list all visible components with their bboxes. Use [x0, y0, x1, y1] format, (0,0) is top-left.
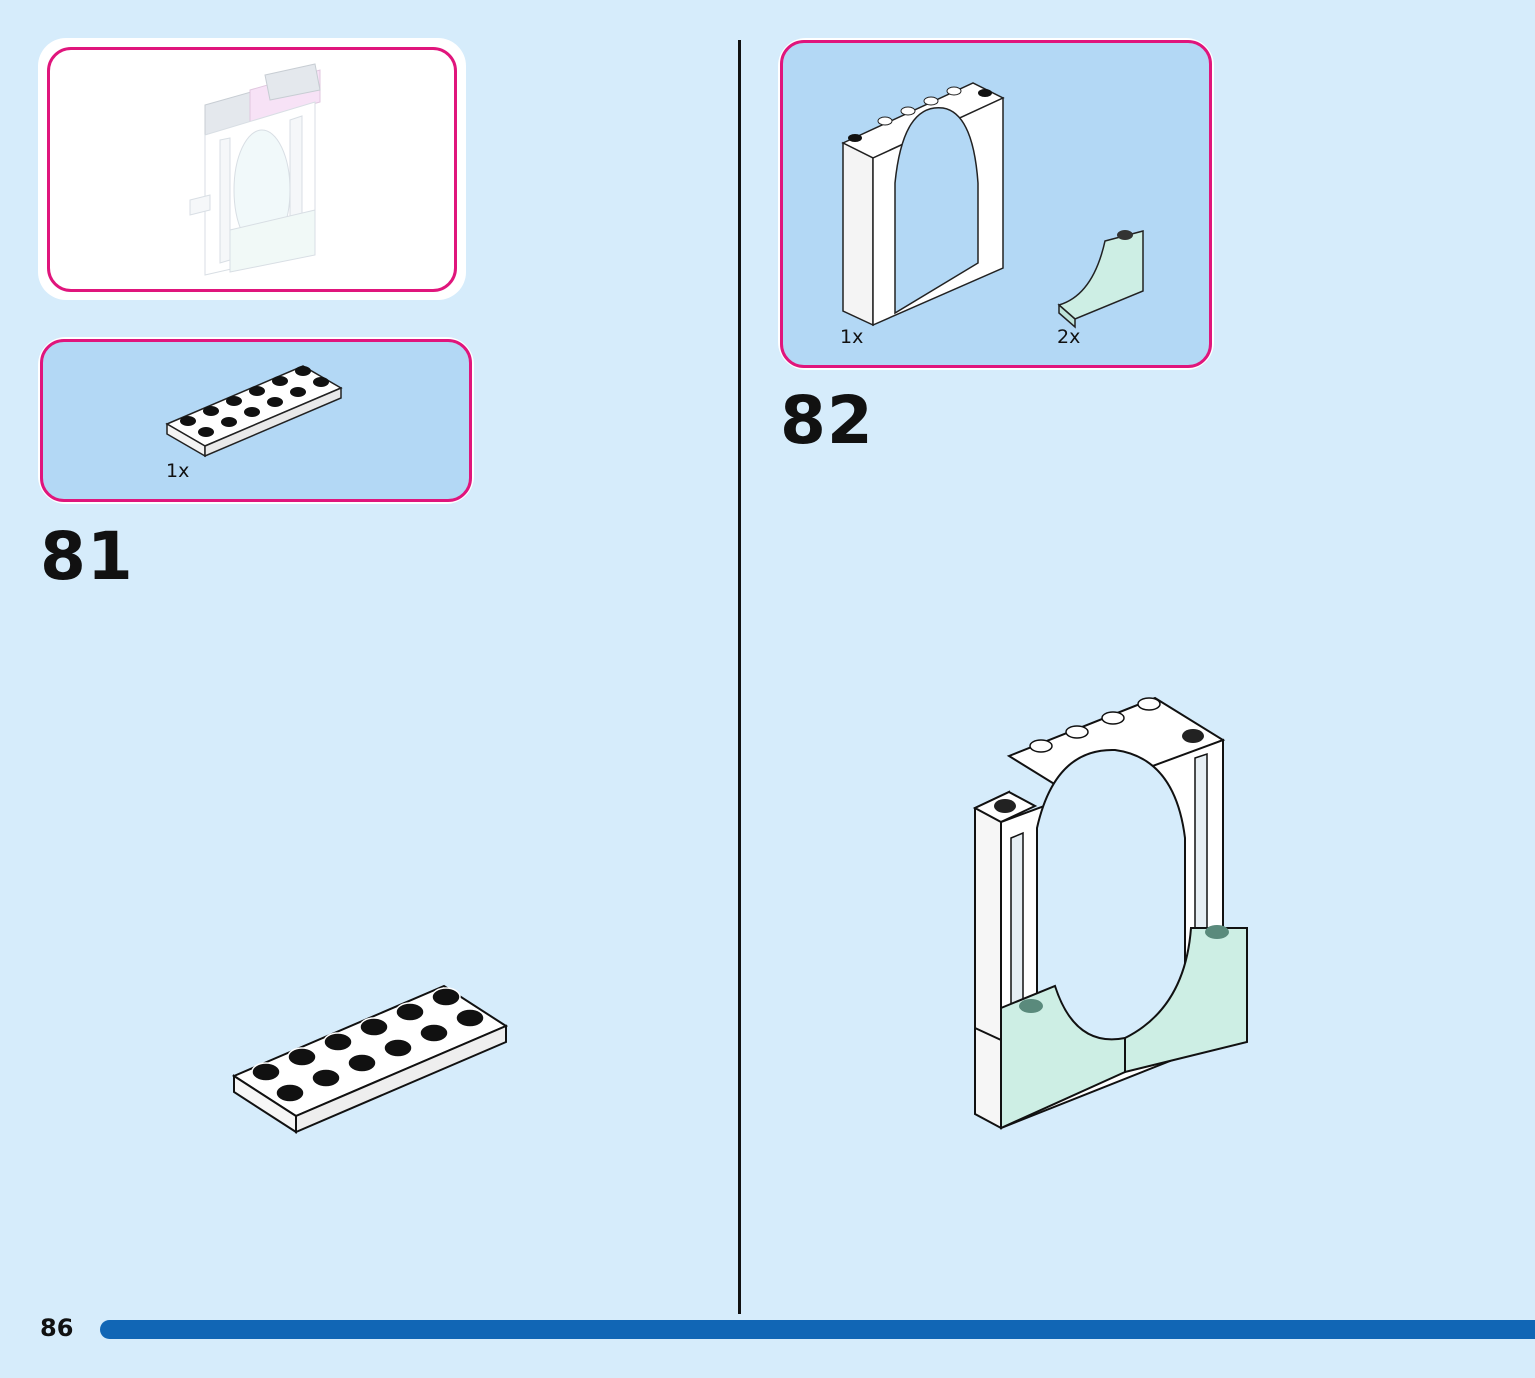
- part-quantity: 1x: [166, 460, 190, 482]
- preview-panel: [47, 47, 457, 292]
- slope-curved-mint-icon: [1057, 230, 1144, 329]
- part-quantity: 1x: [840, 326, 864, 348]
- progress-bar: [100, 1320, 1535, 1339]
- column-divider: [738, 40, 741, 1314]
- part-quantity: 2x: [1057, 326, 1081, 348]
- step-number: 81: [40, 518, 134, 595]
- page-number: 86: [40, 1314, 74, 1342]
- parts-panel-82: 1x 2x: [780, 40, 1212, 368]
- arch-frame-assembly-icon: [972, 696, 1248, 1130]
- parts-panel-81: 1x: [40, 339, 472, 502]
- window-arch-preview-icon: [189, 63, 321, 276]
- plate-2x6-white-icon: [231, 984, 509, 1134]
- step-number: 82: [780, 382, 874, 459]
- window-arch-frame-white-icon: [841, 82, 1005, 327]
- plate-2x6-white-icon: [165, 365, 343, 458]
